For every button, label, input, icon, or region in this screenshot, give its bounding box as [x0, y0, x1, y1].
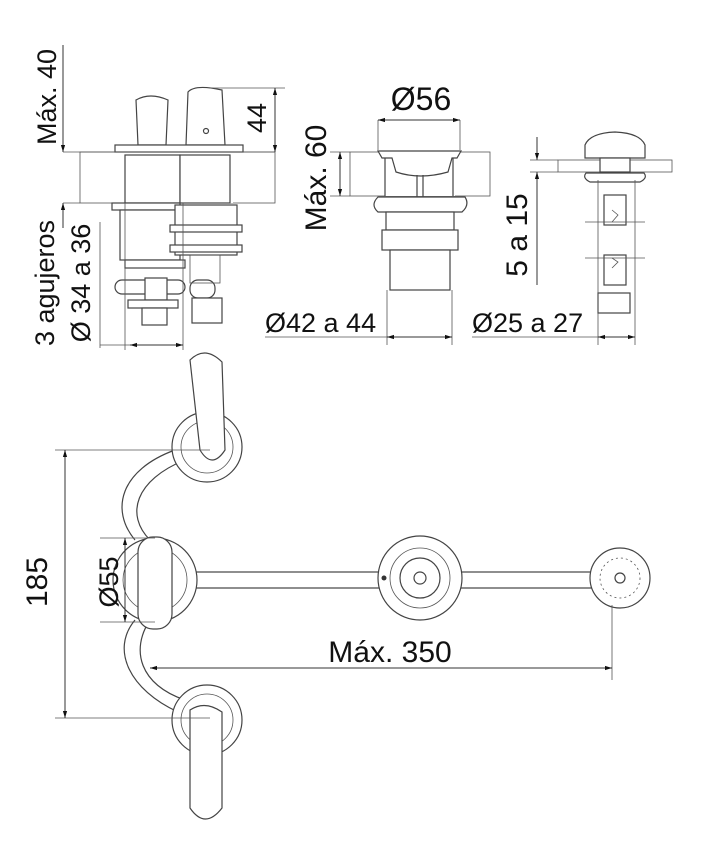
rosette-diameter-label: Ø55 — [94, 556, 124, 607]
popup-side-view: 5 a 15 Ø25 a 27 — [472, 131, 673, 345]
faucet-side-view: Máx. 40 44 3 agujeros Ø 34 a 36 — [30, 45, 285, 350]
thickness-label: 5 a 15 — [501, 193, 534, 276]
popup-nut — [597, 292, 631, 314]
handle-right — [185, 86, 226, 146]
max-60-label: Máx. 60 — [300, 125, 333, 232]
drain-hole-diameter-label: Ø42 a 44 — [265, 308, 376, 338]
depth-label: 185 — [21, 557, 54, 607]
holes-diameter-label: Ø 34 a 36 — [66, 224, 96, 343]
upper-lever — [189, 352, 226, 461]
spout — [137, 536, 173, 630]
drain-cap — [376, 150, 463, 177]
popup-cap — [584, 131, 646, 159]
top-diameter-label: Ø56 — [391, 81, 451, 117]
drain-side-view: Ø56 Máx. 60 Ø42 a 44 — [265, 81, 491, 345]
handle-height-label: 44 — [242, 103, 272, 133]
lower-lever — [189, 704, 223, 820]
drain-nut — [381, 229, 459, 251]
max-40-label: Máx. 40 — [32, 49, 62, 145]
popup-hole-diameter-label: Ø25 a 27 — [472, 308, 583, 338]
handle-left — [135, 95, 169, 146]
max-length-label: Máx. 350 — [328, 636, 451, 669]
holes-count-label: 3 agujeros — [30, 220, 60, 346]
plan-view: 185 Ø55 Máx. 350 — [21, 352, 651, 820]
